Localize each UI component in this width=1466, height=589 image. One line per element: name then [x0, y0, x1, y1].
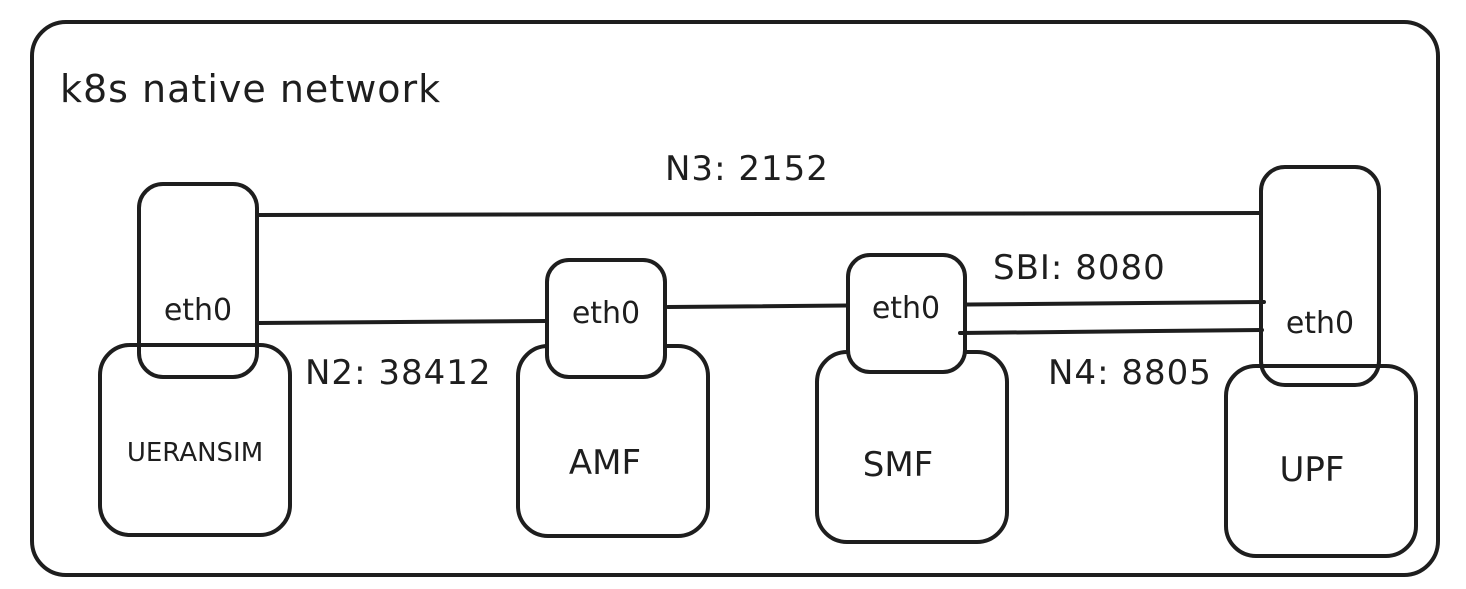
label-n2: N2: 38412: [305, 353, 492, 393]
iface-upf-label: eth0: [1286, 306, 1354, 341]
iface-smf-label: eth0: [872, 291, 940, 326]
label-sbi: SBI: 8080: [993, 248, 1166, 288]
iface-amf-label: eth0: [572, 296, 640, 331]
node-upf: [1224, 364, 1418, 558]
diagram-title: k8s native network: [60, 67, 441, 111]
node-amf-label: AMF: [569, 443, 641, 483]
network-boundary: [30, 20, 1440, 577]
label-n4: N4: 8805: [1048, 353, 1212, 393]
link-n2: [256, 319, 548, 325]
node-ueransim-label: UERANSIM: [127, 438, 263, 468]
iface-ueransim: [137, 182, 259, 379]
node-smf-label: SMF: [863, 445, 933, 485]
node-upf-label: UPF: [1280, 450, 1345, 490]
label-n3: N3: 2152: [665, 149, 829, 189]
link-n3: [256, 211, 1262, 217]
node-ueransim: [98, 343, 292, 537]
iface-ueransim-label: eth0: [164, 293, 232, 328]
iface-amf: [545, 258, 667, 379]
iface-smf: [846, 253, 967, 374]
link-n4: [958, 328, 1264, 335]
iface-upf: [1259, 165, 1381, 387]
